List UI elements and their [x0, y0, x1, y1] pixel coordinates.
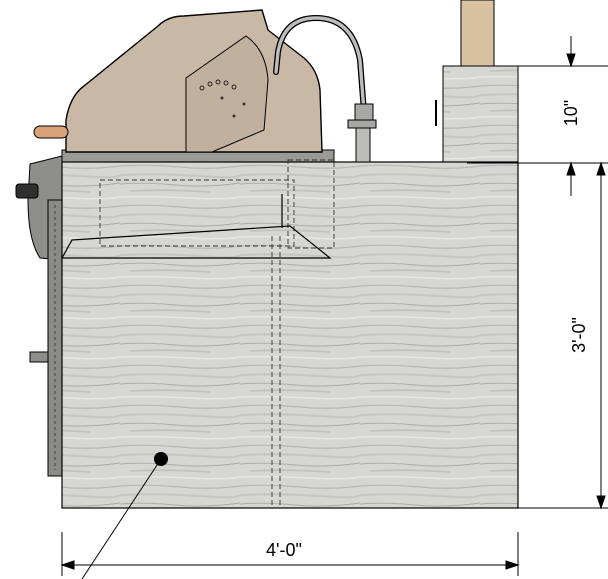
leader-line: [81, 458, 162, 579]
width-dimension: [60, 532, 520, 576]
backsplash-dimension: [467, 36, 608, 196]
wood-post: [460, 0, 495, 67]
leader-dot: [154, 452, 168, 466]
hidden-grill-insert: [99, 159, 335, 249]
control-knob: [15, 183, 39, 199]
hood-side-panel: [185, 35, 269, 153]
width-dimension-label: 4'-0": [266, 540, 302, 560]
height-dimension-label: 3'-0": [568, 317, 589, 353]
backsplash-block: [442, 65, 519, 164]
drip-tray: [60, 225, 332, 259]
faucet: [273, 14, 377, 163]
hidden-support-lines: [271, 236, 281, 506]
height-dimension: [518, 161, 608, 510]
island-body: [61, 161, 519, 509]
backsplash-dimension-label: 10": [561, 99, 582, 127]
hood-handle: [33, 125, 69, 139]
hood-logo-dots: [199, 79, 246, 118]
